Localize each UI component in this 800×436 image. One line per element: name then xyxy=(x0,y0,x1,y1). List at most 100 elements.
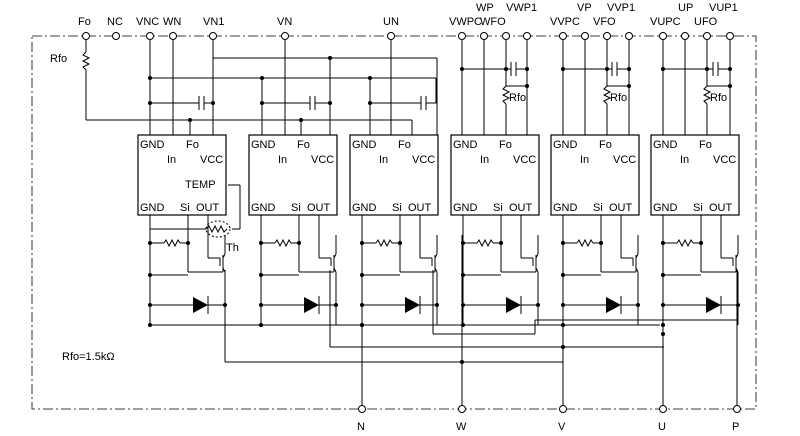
terminal-v xyxy=(559,405,567,413)
ic-pin-label-in: In xyxy=(480,154,489,166)
terminal-vp xyxy=(581,32,589,40)
pin-label-vp: VP xyxy=(577,2,592,14)
igbt-leg xyxy=(561,215,640,327)
igbt-leg xyxy=(148,215,227,327)
ic-pin-label-out: OUT xyxy=(609,202,633,214)
pin-label-vvpc: VVPC xyxy=(550,16,580,28)
ic-pin-label-in: In xyxy=(379,154,388,166)
driver-ic-body xyxy=(349,134,439,216)
ic-pin-label-in: In xyxy=(580,154,589,166)
ic-pin-label-out: OUT xyxy=(196,202,220,214)
ic-pin-label-in: In xyxy=(278,154,287,166)
rfo-label-main: Rfo xyxy=(50,53,67,65)
pin-label-un: UN xyxy=(383,16,399,28)
ic-pin-label-gnd: GND xyxy=(453,202,478,214)
pin-label-vupc: VUPC xyxy=(650,16,681,28)
bottom-terminals: N W V U P xyxy=(357,405,741,433)
ic-pin-label-fo: Fo xyxy=(499,139,512,151)
ic-pin-label-vcc: VCC xyxy=(613,154,636,166)
rfo-label-u: Rfo xyxy=(710,92,727,104)
terminal-vwp1 xyxy=(523,32,531,40)
ic-pin-label-gnd: GND xyxy=(352,202,377,214)
pin-label-vnc: VNC xyxy=(136,16,159,28)
module-outline xyxy=(31,35,757,410)
high-side-control-wiring: Rfo Rfo Rfo xyxy=(460,40,732,135)
ic-pin-label-gnd: GND xyxy=(653,202,678,214)
ic-pin-label-fo: Fo xyxy=(599,139,612,151)
thermistor-label: Th xyxy=(226,242,239,254)
ic-pin-label-si: Si xyxy=(593,202,603,214)
ic-pin-label-si: Si xyxy=(392,202,402,214)
terminal-vn1 xyxy=(209,32,217,40)
ic-pin-label-in: In xyxy=(680,154,689,166)
terminal-fo xyxy=(82,32,90,40)
terminal-n xyxy=(358,405,366,413)
driver-ic-body xyxy=(248,134,338,216)
rfo-value-note: Rfo=1.5kΩ xyxy=(62,351,115,363)
driver-ic-body xyxy=(137,134,227,216)
ic-pin-label-si: Si xyxy=(693,202,703,214)
ic-pin-label-gnd: GND xyxy=(653,139,678,151)
pin-label-vvp1: VVP1 xyxy=(607,2,635,14)
terminal-vupc xyxy=(659,32,667,40)
ic-pin-label-gnd: GND xyxy=(453,139,478,151)
ic-pin-label-in: In xyxy=(167,154,176,166)
terminal-wfo xyxy=(502,32,510,40)
pin-label-u: U xyxy=(658,421,666,433)
ic-pin-label-fo: Fo xyxy=(297,139,310,151)
ic-pin-label-gnd: GND xyxy=(251,139,276,151)
igbt-leg xyxy=(259,215,338,327)
ic-pin-label-fo: Fo xyxy=(699,139,712,151)
ic-pin-label-out: OUT xyxy=(709,202,733,214)
terminal-nc xyxy=(112,32,120,40)
power-stage xyxy=(148,215,740,327)
terminal-w xyxy=(458,405,466,413)
terminal-vwpc xyxy=(458,32,466,40)
terminal-u xyxy=(659,405,667,413)
driver-ic-body xyxy=(650,134,740,216)
pin-label-vn: VN xyxy=(277,16,292,28)
ic-pin-label-fo: Fo xyxy=(398,139,411,151)
terminal-vfo xyxy=(603,32,611,40)
driver-ic-body xyxy=(450,134,540,216)
pin-label-vwpc: VWPC xyxy=(449,16,482,28)
terminal-p xyxy=(733,405,741,413)
pin-label-fo: Fo xyxy=(78,16,91,28)
ic-pin-label-vcc: VCC xyxy=(412,154,435,166)
bus-wiring xyxy=(150,235,738,405)
ic-pin-label-out: OUT xyxy=(509,202,533,214)
ic-pin-label-gnd: GND xyxy=(140,139,165,151)
pin-label-vfo: VFO xyxy=(593,16,616,28)
pin-label-p: P xyxy=(732,421,739,433)
low-side-control-wiring xyxy=(81,40,438,135)
igbt-leg xyxy=(461,215,540,327)
terminal-vn xyxy=(281,32,289,40)
ic-pin-label-gnd: GND xyxy=(352,139,377,151)
ic-pin-label-temp: TEMP xyxy=(185,179,216,191)
igbt-leg xyxy=(661,215,740,327)
pin-label-vwp1: VWP1 xyxy=(506,2,537,14)
ic-pin-label-vcc: VCC xyxy=(200,154,223,166)
terminal-ufo xyxy=(703,32,711,40)
top-pin-labels: Fo NC VNC WN VN1 VN UN VWPC WP WFO VWP1 … xyxy=(78,2,738,28)
ic-pin-label-out: OUT xyxy=(408,202,432,214)
ic-pin-label-gnd: GND xyxy=(251,202,276,214)
ic-pin-label-fo: Fo xyxy=(186,139,199,151)
pin-label-wp: WP xyxy=(476,2,494,14)
driver-ic-body xyxy=(550,134,640,216)
pin-label-wn: WN xyxy=(163,16,181,28)
pin-label-vup1: VUP1 xyxy=(709,2,738,14)
pin-label-nc: NC xyxy=(107,16,123,28)
ic-pin-label-gnd: GND xyxy=(553,202,578,214)
terminal-vvp1 xyxy=(625,32,633,40)
terminal-up xyxy=(681,32,689,40)
thermistor: Th xyxy=(150,184,241,254)
top-terminals xyxy=(82,32,734,40)
terminal-un xyxy=(387,32,395,40)
